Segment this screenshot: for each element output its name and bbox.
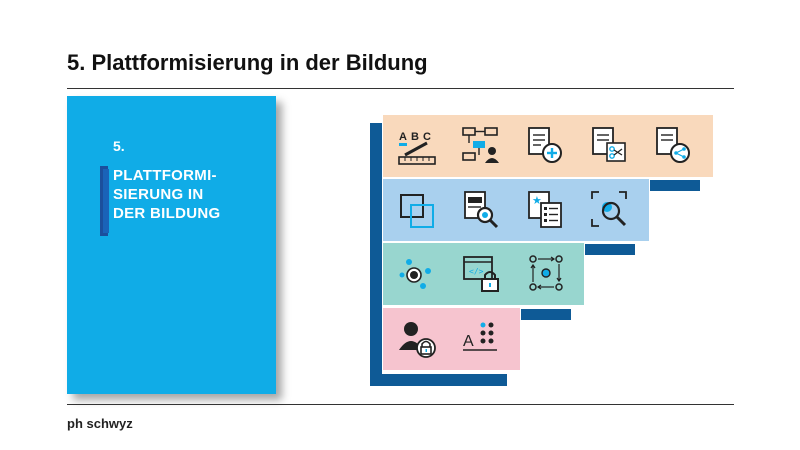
stack-step-bar-1 — [650, 180, 700, 191]
code-window-lock-icon: </> — [463, 256, 499, 292]
footer-divider — [67, 404, 734, 405]
node-cluster-icon — [399, 259, 431, 289]
stack-layer-3: </> — [383, 243, 584, 305]
footer-logo: ph schwyz — [67, 416, 133, 431]
person-lock-icon — [399, 322, 436, 358]
stack-step-bar-2 — [585, 244, 635, 255]
title-divider — [67, 88, 734, 89]
cover-title-line-3: DER BILDUNG — [113, 205, 221, 222]
cover-title-line-2: SIERUNG IN — [113, 186, 204, 203]
document-share-icon — [656, 127, 690, 163]
document-star-list-icon: ★ — [528, 191, 562, 228]
overlapping-squares-icon — [400, 194, 434, 228]
text-dots-icon: A — [463, 322, 497, 351]
stack-layer-1: A B C — [383, 115, 713, 177]
focus-search-icon — [591, 191, 627, 227]
stack-layer-4: A — [383, 308, 520, 370]
stack-step-bar-4 — [370, 374, 507, 386]
svg-text:B: B — [411, 131, 419, 143]
cover-number: 5. — [113, 138, 125, 154]
svg-text:★: ★ — [532, 194, 542, 207]
svg-text:A: A — [399, 131, 407, 143]
document-search-icon — [464, 191, 499, 229]
svg-text:C: C — [423, 131, 431, 143]
document-add-icon — [528, 127, 562, 163]
cover-bracket — [103, 169, 109, 233]
circular-flow-icon — [529, 255, 563, 291]
stack-step-bar-3 — [521, 309, 571, 320]
cover-title-line-1: PLATTFORMI- — [113, 167, 217, 184]
book-cover: 5. PLATTFORMI- SIERUNG IN DER BILDUNG — [67, 96, 276, 394]
stack-vertical-bar — [370, 123, 382, 386]
flowchart-person-icon — [462, 127, 499, 163]
document-scissors-icon — [592, 127, 626, 162]
slide-title: 5. Plattformisierung in der Bildung — [67, 50, 428, 75]
abc-ruler-pencil-icon: A B C — [398, 131, 436, 165]
svg-text:A: A — [463, 333, 474, 350]
stack-layer-2: ★ — [383, 179, 649, 241]
svg-text:</>: </> — [469, 267, 484, 276]
